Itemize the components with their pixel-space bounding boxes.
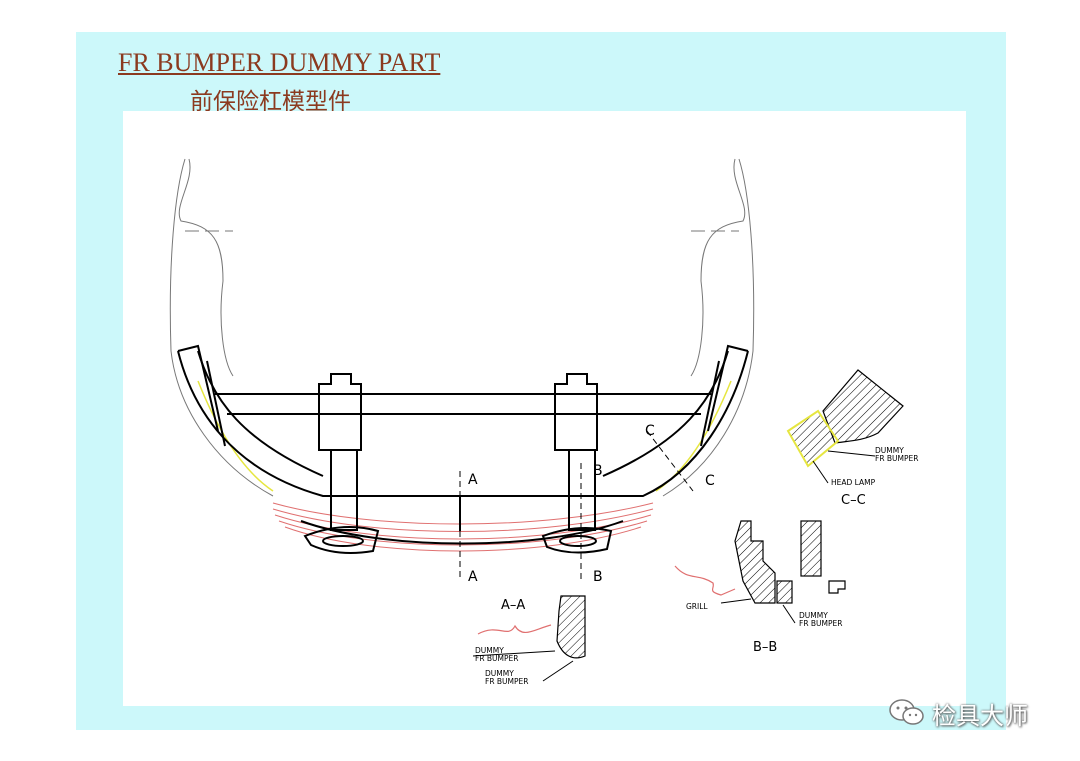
bb-title: B–B [753,640,777,655]
aa-fr-bumper-label-1: FR BUMPER [475,654,519,663]
cc-fr-bumper-label: FR BUMPER [875,454,919,463]
section-c-bottom: C [705,473,715,489]
section-cc-detail [786,369,904,484]
page-subtitle-chinese: 前保险杠模型件 [190,89,351,114]
aa-title: A–A [501,598,525,613]
bumper-frame [177,344,749,554]
section-b-top: B [593,463,603,479]
bb-fr-bumper-label: FR BUMPER [799,619,843,628]
aa-fr-bumper-label-2: FR BUMPER [485,677,529,686]
section-c-top: C [645,423,655,439]
section-aa-detail [472,595,586,682]
section-b-bottom: B [593,569,603,585]
section-a-bottom: A [468,569,478,585]
drawing-panel: A A B B C C DUMMY FR BUMPER HEAD LAMP C–… [123,111,966,706]
bb-dummy-label: DUMMY [799,611,828,620]
bumper-drawing: A A B B C C DUMMY FR BUMPER HEAD LAMP C–… [169,158,919,686]
watermark-text: 检具大师 [932,701,1028,730]
page-title: FR BUMPER DUMMY PART [118,48,441,77]
section-bb-detail [674,520,846,624]
section-a-top: A [468,472,478,488]
aa-dummy-label-1: DUMMY [475,646,504,655]
cc-title: C–C [841,493,866,508]
watermark: 检具大师 [888,693,1028,733]
aa-dummy-label-2: DUMMY [485,669,514,678]
cc-dummy-label: DUMMY [875,446,904,455]
cc-head-lamp-label: HEAD LAMP [831,478,876,487]
bb-grill-label: GRILL [686,602,708,611]
wechat-icon [889,699,924,725]
section-lines [459,430,694,581]
body-outline [169,158,755,497]
